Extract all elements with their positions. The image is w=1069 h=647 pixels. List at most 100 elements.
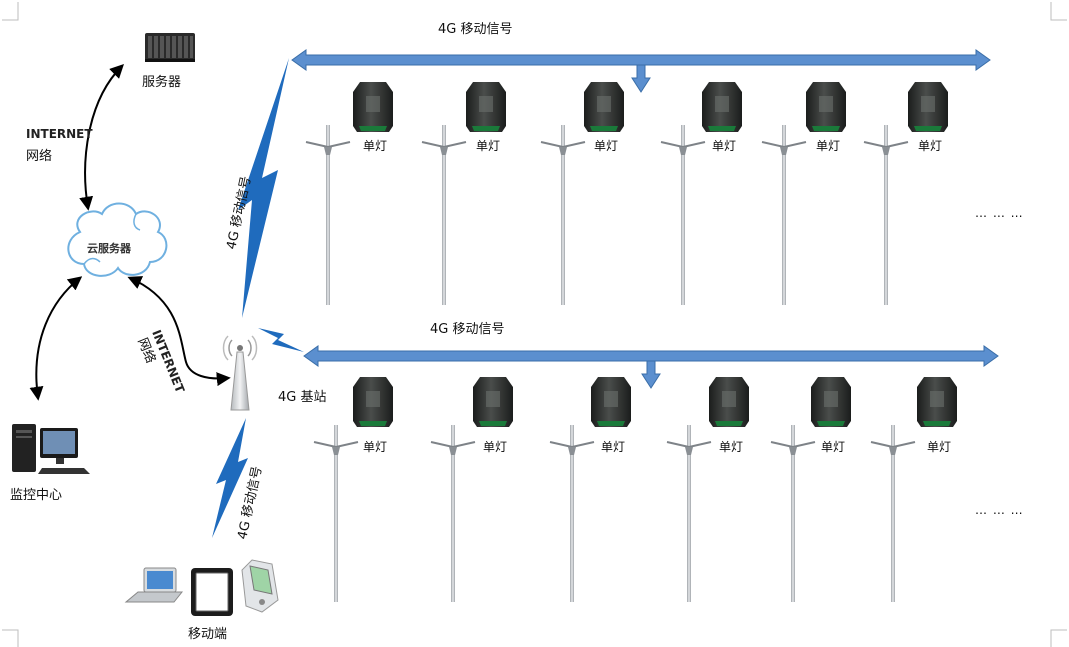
controller-base [914,126,942,131]
lamp-label: 单灯 [712,139,736,153]
controller-label-plate [819,96,833,112]
lamp-head [889,447,897,455]
single-lamp: 单灯 [540,82,624,305]
lamp-pole [451,425,455,602]
single-lamp: 单灯 [660,82,742,305]
signal-bolt-right [258,328,304,352]
lamp-pole [334,425,338,602]
single-lamp: 单灯 [863,82,948,305]
monitor-link [29,276,83,401]
lamp-rows: 4G 移动信号单灯单灯单灯单灯单灯单灯… … …4G 移动信号单灯单灯单灯单灯单… [291,22,1024,602]
controller-base [590,126,618,131]
lamp-head [440,147,448,155]
lamp-pole [782,125,786,305]
more-lamps-ellipsis: … … … [975,503,1024,517]
single-lamp: 单灯 [870,377,957,602]
lamp-head [780,147,788,155]
single-lamp: 单灯 [549,377,631,602]
single-lamp: 单灯 [666,377,749,602]
lamp-pole [561,125,565,305]
controller-label-plate [715,96,729,112]
signal-bus-arrow [291,49,991,71]
lamp-label: 单灯 [918,139,942,153]
controller-label-plate [824,391,838,407]
lamp-head [685,447,693,455]
lamp-pole [891,425,895,602]
controller-base [708,126,736,131]
base-station-label: 4G 基站 [278,390,326,405]
signal-bus-arrow [303,345,999,367]
controller-base [812,126,840,131]
single-lamp: 单灯 [421,82,506,305]
controller-base [359,126,387,131]
signal-row-label: 4G 移动信号 [438,22,512,37]
controller-base [715,421,743,426]
controller-base [479,421,507,426]
signal-drop-arrow [641,360,661,389]
lamp-pole [570,425,574,602]
signal-row-label: 4G 移动信号 [430,322,504,337]
controller-label-plate [921,96,935,112]
cloud-icon [67,202,168,277]
single-lamp: 单灯 [770,377,851,602]
controller-label-plate [597,96,611,112]
lamp-head [679,147,687,155]
lamp-label: 单灯 [821,440,845,454]
lamp-pole [791,425,795,602]
lamp-head [789,447,797,455]
controller-label-plate [486,391,500,407]
network-upper-label: 网络 [26,148,52,164]
controller-base [817,421,845,426]
single-lamp: 单灯 [761,82,846,305]
lamp-label: 单灯 [719,440,743,454]
lamp-label: 单灯 [816,139,840,153]
single-lamp: 单灯 [305,82,393,305]
lamp-pole [326,125,330,305]
controller-label-plate [366,96,380,112]
lamp-head [559,147,567,155]
controller-base [923,421,951,426]
signal-bolt-top [238,58,289,318]
lamp-pole [442,125,446,305]
controller-label-plate [366,391,380,407]
lamp-label: 单灯 [594,139,618,153]
laptop-icon [124,567,184,603]
controller-label-plate [604,391,618,407]
lamp-label: 单灯 [476,139,500,153]
controller-base [472,126,500,131]
internet-link-lower [127,276,231,387]
more-lamps-ellipsis: … … … [975,206,1024,220]
mobile-label: 移动端 [188,627,227,642]
single-lamp: 单灯 [430,377,513,602]
cloud-label: 云服务器 [87,241,132,255]
pda-icon [241,559,279,613]
base-station-icon [222,335,258,411]
lamp-head [332,447,340,455]
single-lamp: 单灯 [313,377,393,602]
lamp-label: 单灯 [363,139,387,153]
lamp-head [324,147,332,155]
lamp-label: 单灯 [363,440,387,454]
lamp-label: 单灯 [483,440,507,454]
controller-base [597,421,625,426]
monitor-label: 监控中心 [10,488,62,503]
lamp-head [449,447,457,455]
lamp-head [882,147,890,155]
lamp-label: 单灯 [601,440,625,454]
signal-drop-arrow [631,64,651,93]
signal-bolt-bottom [212,418,248,538]
internet-upper-label: INTERNET [26,127,93,141]
lamp-pole [884,125,888,305]
controller-base [359,421,387,426]
lamp-pole [687,425,691,602]
server-icon [145,33,195,62]
computer-icon [12,424,90,474]
controller-label-plate [930,391,944,407]
controller-label-plate [722,391,736,407]
internet-lower-label: INTERNET [149,328,187,396]
internet-link-upper [79,64,124,211]
